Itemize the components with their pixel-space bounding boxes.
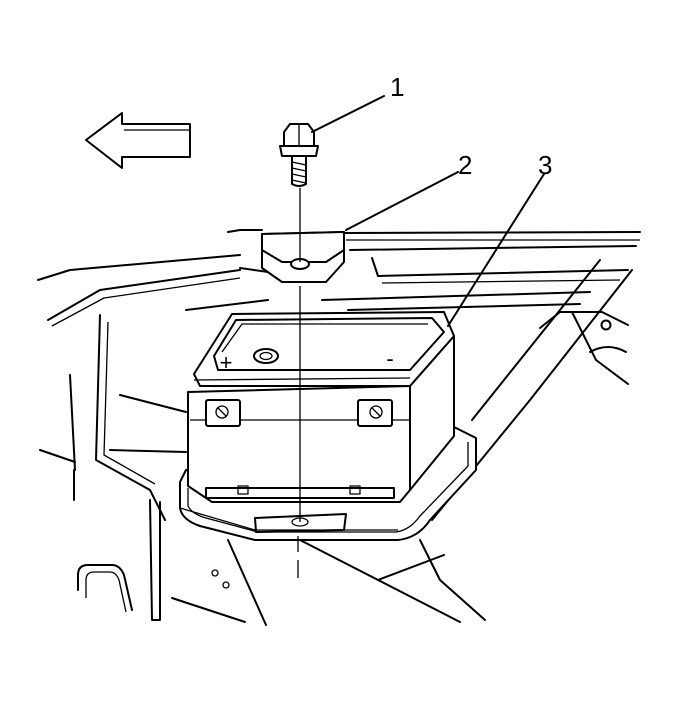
vent-cap-icon — [253, 348, 279, 364]
terminal-pocket-left — [205, 399, 241, 427]
callout-leaders — [311, 95, 545, 327]
leader-line-3 — [447, 173, 545, 327]
leader-line-1 — [311, 95, 385, 133]
positive-terminal-mark: + — [220, 350, 233, 375]
leader-line-2 — [345, 171, 459, 231]
callout-2: 2 — [458, 150, 472, 180]
callout-3: 3 — [538, 150, 552, 180]
callout-1: 1 — [390, 72, 404, 102]
battery: + - — [187, 311, 455, 503]
terminal-pocket-right — [357, 399, 393, 427]
negative-terminal-mark: - — [386, 346, 393, 371]
left-arrow-icon — [85, 112, 191, 169]
hold-down-retainer — [261, 231, 345, 283]
vehicle-body-structure — [37, 229, 641, 626]
installation-centerline — [291, 188, 309, 578]
bolt — [279, 123, 319, 187]
